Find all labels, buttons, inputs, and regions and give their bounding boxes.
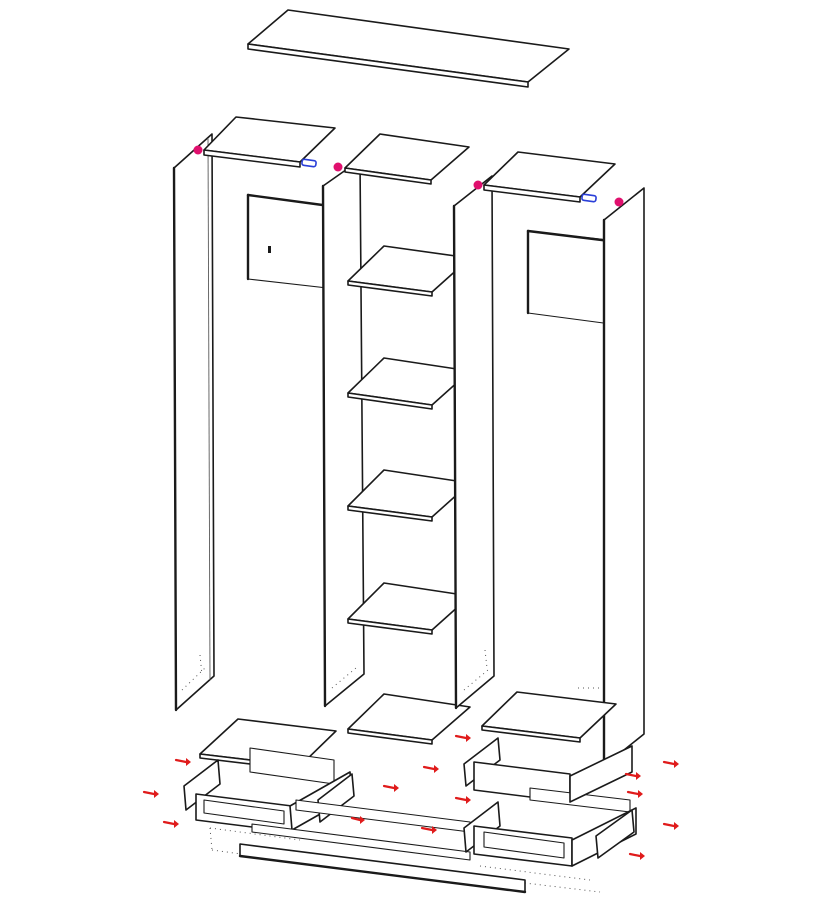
middle-shelf-2 xyxy=(347,357,471,410)
cam-lock-icon xyxy=(193,145,203,155)
middle-shelf-1 xyxy=(347,245,471,297)
screw-arrow-icon xyxy=(454,734,471,742)
cam-lock-icon xyxy=(614,197,624,207)
left-top-shelf xyxy=(203,116,336,168)
screw-arrow-icon xyxy=(382,784,399,792)
cam-lock-fittings xyxy=(193,145,624,207)
right-drawer-assembly xyxy=(463,737,637,893)
screw-arrow-icon xyxy=(422,765,439,773)
dowel-icon xyxy=(581,193,597,203)
screw-arrow-icon xyxy=(454,796,471,804)
center-base-rail xyxy=(251,799,471,861)
screw-arrow-icon xyxy=(662,760,679,768)
middle-shelves xyxy=(347,245,471,745)
dowel-icon xyxy=(301,158,317,168)
top-panel xyxy=(247,9,570,88)
right-side-panel xyxy=(578,187,645,768)
right-partition-panel xyxy=(452,175,495,710)
front-plinth xyxy=(238,843,527,894)
screw-arrow-icon xyxy=(628,852,645,860)
middle-bottom-shelf xyxy=(347,693,471,745)
right-back-panel xyxy=(526,229,627,327)
left-drawer-assembly xyxy=(183,747,355,863)
right-top-shelf xyxy=(483,151,616,203)
screw-arrow-icon xyxy=(350,816,365,824)
screw-arrow-icon xyxy=(174,758,191,766)
screw-arrow-icon xyxy=(420,826,437,834)
screw-arrows xyxy=(142,734,679,860)
dowel-fittings xyxy=(301,158,597,203)
middle-top-shelf xyxy=(344,133,470,185)
screw-arrow-icon xyxy=(142,790,159,798)
middle-shelf-4 xyxy=(347,582,471,635)
cam-lock-icon xyxy=(333,162,343,172)
left-side-panel xyxy=(172,133,215,712)
right-bottom-shelf xyxy=(481,691,617,743)
middle-shelf-3 xyxy=(347,469,471,522)
screw-arrow-icon xyxy=(162,820,179,828)
left-back-panel xyxy=(246,193,346,291)
screw-arrow-icon xyxy=(624,772,641,780)
screw-arrow-icon xyxy=(626,790,643,798)
screw-arrow-icon xyxy=(662,822,679,830)
cam-lock-icon xyxy=(473,180,483,190)
